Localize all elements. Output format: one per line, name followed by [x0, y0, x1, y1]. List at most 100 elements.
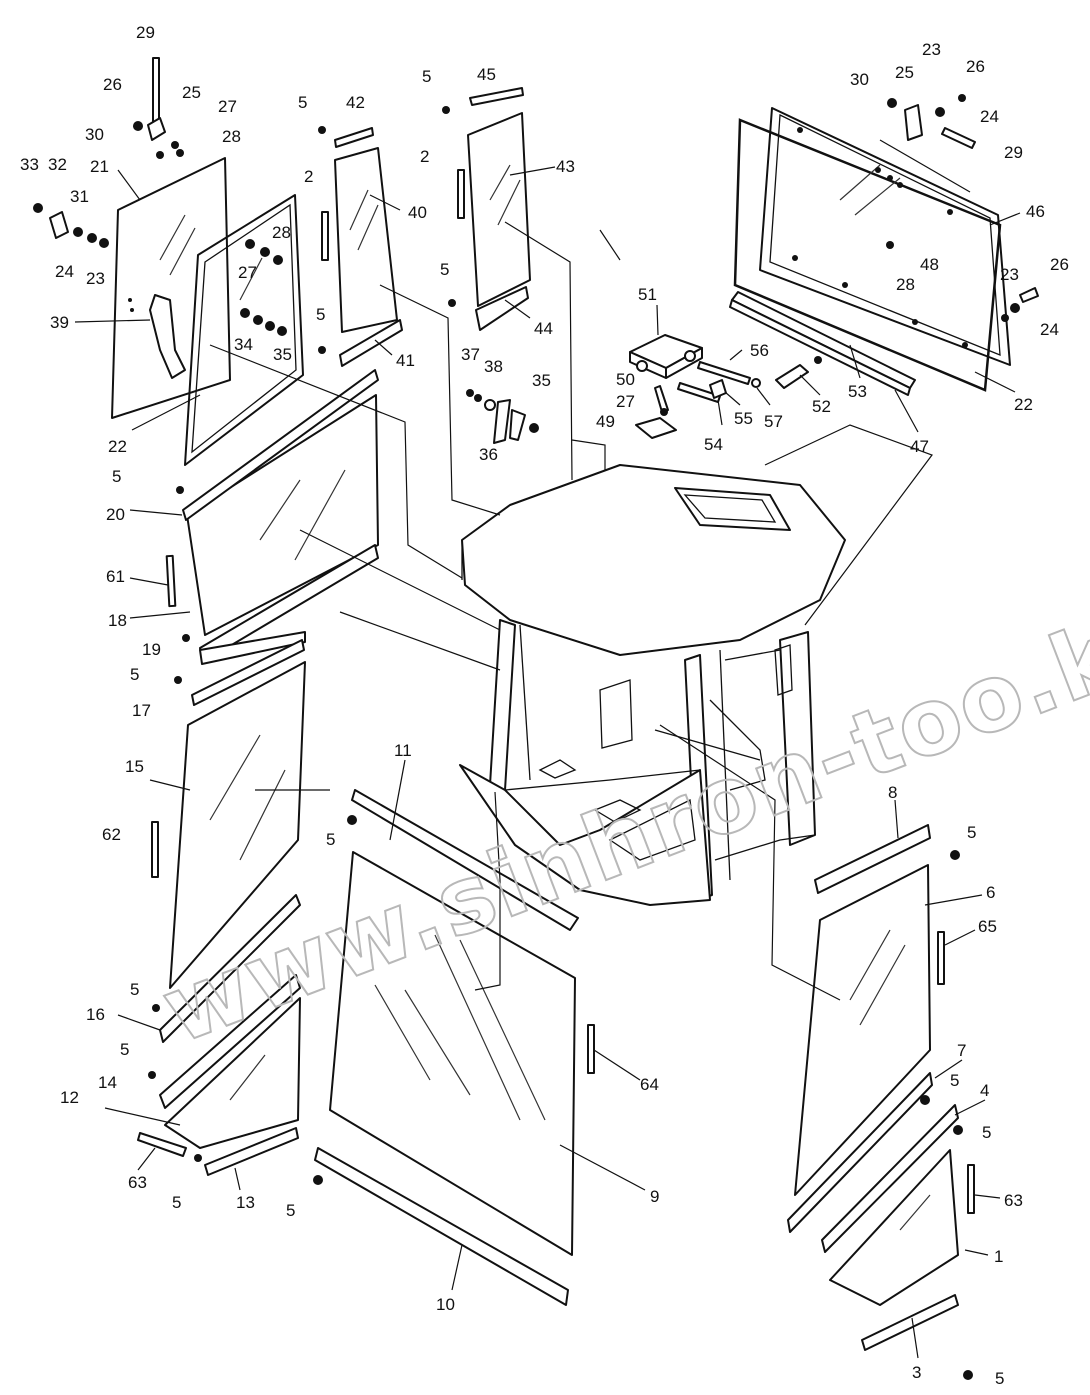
callout-2b: 2: [420, 147, 429, 166]
callout-46: 46: [1026, 202, 1045, 221]
callout-10: 10: [436, 1295, 455, 1314]
callout-48: 48: [920, 255, 939, 274]
callout-29: 29: [136, 23, 155, 42]
callout-5e: 5: [112, 467, 121, 486]
callout-35b: 35: [532, 371, 551, 390]
callout-36: 36: [479, 445, 498, 464]
callout-5n: 5: [982, 1123, 991, 1142]
callout-5c: 5: [422, 67, 431, 86]
callout-24b: 24: [980, 107, 999, 126]
callout-18: 18: [108, 611, 127, 630]
callout-8: 8: [888, 783, 897, 802]
right-side-windows: [787, 824, 975, 1351]
callout-21: 21: [90, 157, 109, 176]
callout-14: 14: [98, 1073, 117, 1092]
callout-54: 54: [704, 435, 723, 454]
callout-22b: 22: [1014, 395, 1033, 414]
callout-62: 62: [102, 825, 121, 844]
callout-32: 32: [48, 155, 67, 174]
roof-hardware: [629, 334, 822, 439]
callout-35: 35: [273, 345, 292, 364]
callout-26c: 26: [1050, 255, 1069, 274]
callout-2a: 2: [304, 167, 313, 186]
upper-right-window: [729, 94, 1039, 396]
callout-28c: 28: [896, 275, 915, 294]
callout-5l: 5: [967, 823, 976, 842]
callout-5k: 5: [286, 1201, 295, 1220]
callout-55: 55: [734, 409, 753, 428]
callout-25: 25: [182, 83, 201, 102]
callout-65: 65: [978, 917, 997, 936]
callout-25b: 25: [895, 63, 914, 82]
callout-28: 28: [222, 127, 241, 146]
center-top-window: [457, 87, 531, 331]
callout-30: 30: [85, 125, 104, 144]
callout-30b: 30: [850, 70, 869, 89]
callout-33: 33: [20, 155, 39, 174]
callout-64: 64: [640, 1075, 659, 1094]
callout-7: 7: [957, 1041, 966, 1060]
callout-26: 26: [103, 75, 122, 94]
callout-17: 17: [132, 701, 151, 720]
callout-22: 22: [108, 437, 127, 456]
callout-51: 51: [638, 285, 657, 304]
callout-4: 4: [980, 1081, 989, 1100]
callout-27c: 27: [616, 392, 635, 411]
callout-16: 16: [86, 1005, 105, 1024]
callout-45: 45: [477, 65, 496, 84]
callout-3: 3: [912, 1363, 921, 1382]
callout-39: 39: [50, 313, 69, 332]
callout-24c: 24: [1040, 320, 1059, 339]
callout-5f: 5: [130, 665, 139, 684]
front-door-glass: [314, 789, 595, 1306]
assembly-lines: [209, 139, 971, 1001]
callout-40: 40: [408, 203, 427, 222]
callout-27: 27: [218, 97, 237, 116]
callout-5i: 5: [120, 1040, 129, 1059]
callout-63a: 63: [128, 1173, 147, 1192]
cab-frame: [459, 464, 846, 906]
callout-5g: 5: [326, 830, 335, 849]
callout-9: 9: [650, 1187, 659, 1206]
callout-56: 56: [750, 341, 769, 360]
callout-49: 49: [596, 412, 615, 431]
callout-24: 24: [55, 262, 74, 281]
callout-5b: 5: [316, 305, 325, 324]
upper-left-door: [111, 157, 304, 466]
callout-50: 50: [616, 370, 635, 389]
callout-23b: 23: [922, 40, 941, 59]
callout-53: 53: [848, 382, 867, 401]
callout-28b: 28: [272, 223, 291, 242]
hinge-hardware-left: [33, 57, 287, 336]
callout-5h: 5: [130, 980, 139, 999]
callout-13: 13: [236, 1193, 255, 1212]
callout-12: 12: [60, 1088, 79, 1107]
callout-61: 61: [106, 567, 125, 586]
callout-26b: 26: [966, 57, 985, 76]
callout-20: 20: [106, 505, 125, 524]
callout-23: 23: [86, 269, 105, 288]
callout-11: 11: [394, 741, 412, 760]
bolts: [148, 106, 973, 1380]
callout-19: 19: [142, 640, 161, 659]
callout-43: 43: [556, 157, 575, 176]
callout-44: 44: [534, 319, 553, 338]
callout-52: 52: [812, 397, 831, 416]
callout-34: 34: [234, 335, 253, 354]
left-side-windows: [137, 127, 403, 1176]
callout-38: 38: [484, 357, 503, 376]
callout-5m: 5: [950, 1071, 959, 1090]
callout-labels: 29 26 25 27 30 28 33 32 21 31 24 23 28 2…: [20, 23, 1069, 1388]
callout-37: 37: [461, 345, 480, 364]
callout-leaders: [74, 166, 1021, 1359]
callout-31: 31: [70, 187, 89, 206]
callout-23c: 23: [1000, 265, 1019, 284]
callout-5a: 5: [298, 93, 307, 112]
callout-5d: 5: [440, 260, 449, 279]
callout-63b: 63: [1004, 1191, 1023, 1210]
callout-27b: 27: [238, 263, 257, 282]
callout-1: 1: [994, 1247, 1003, 1266]
callout-57: 57: [764, 412, 783, 431]
callout-6: 6: [986, 883, 995, 902]
